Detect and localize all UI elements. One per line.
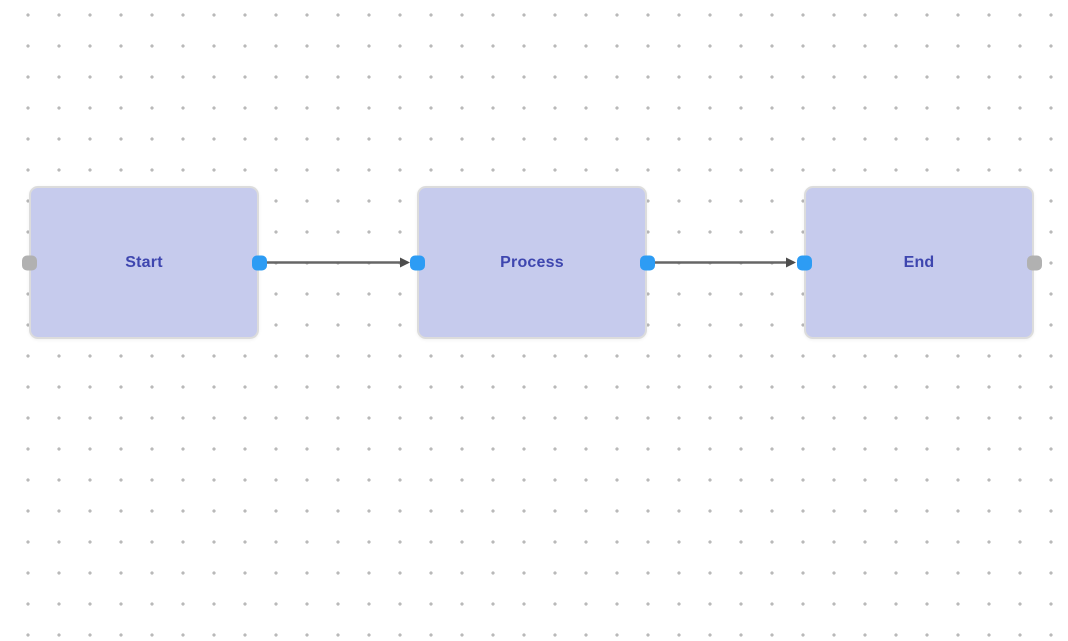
handle-start-source[interactable] (251, 255, 267, 270)
handle-process-target[interactable] (409, 255, 425, 270)
flow-node-process[interactable]: Process (409, 186, 655, 339)
node-process-label: Process (500, 253, 564, 271)
node-start-label: Start (125, 253, 163, 271)
handle-start-target[interactable] (21, 255, 37, 270)
handle-end-target[interactable] (796, 255, 812, 270)
handle-end-source[interactable] (1026, 255, 1042, 270)
node-end-label: End (903, 253, 935, 271)
flow-node-end[interactable]: End (796, 186, 1042, 339)
handle-process-source[interactable] (639, 255, 655, 270)
flow-node-start[interactable]: Start (21, 186, 267, 339)
